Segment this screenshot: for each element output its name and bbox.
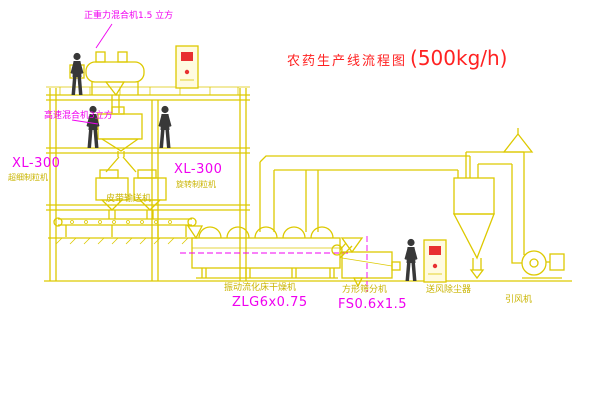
label-sieve-name: 方形筛分机 bbox=[342, 285, 388, 295]
label-belt-conveyor: 皮带输送机 bbox=[106, 194, 152, 204]
building-frame bbox=[46, 86, 250, 281]
induced-draft-fan bbox=[511, 250, 565, 279]
title-text: 农药生产线流程图 bbox=[287, 54, 408, 69]
label-fluid-bed-model: ZLG6x0.75 bbox=[232, 295, 308, 310]
control-cabinet-top bbox=[175, 45, 199, 89]
clean-air-duct bbox=[466, 128, 534, 252]
cyclone-separator bbox=[452, 152, 495, 280]
label-induced-fan: 引风机 bbox=[505, 295, 533, 305]
leader-lines bbox=[71, 23, 113, 125]
label-dust-unit: 送风除尘器 bbox=[426, 285, 472, 295]
control-cabinet-right bbox=[423, 239, 447, 283]
label-granulator-left-name: 超细制粒机 bbox=[8, 173, 48, 182]
label-granulator-right-model: XL-300 bbox=[174, 162, 223, 177]
belt-conveyor bbox=[48, 217, 198, 245]
worker-roof bbox=[70, 52, 84, 95]
worker-sieve bbox=[404, 238, 418, 281]
label-high-speed-mixer: 高速混合机3立方 bbox=[44, 111, 113, 121]
label-fluid-bed-name: 振动流化床干燥机 bbox=[224, 283, 297, 293]
fluid-bed-dryer bbox=[180, 225, 353, 279]
label-gravity-mixer: 正重力混合机1.5 立方 bbox=[84, 11, 174, 21]
worker-mid-floor bbox=[158, 105, 172, 148]
label-granulator-right-name: 旋转制粒机 bbox=[176, 180, 216, 189]
granulator-left bbox=[95, 169, 129, 219]
granulator-right bbox=[133, 169, 167, 219]
label-sieve-model: FS0.6x1.5 bbox=[338, 297, 408, 312]
square-sieve bbox=[331, 236, 401, 292]
exhaust-duct bbox=[259, 155, 471, 232]
label-granulator-left-model: XL-300 bbox=[12, 156, 61, 171]
diagram-title: 农药生产线流程图 (500kg/h) bbox=[287, 46, 508, 70]
title-capacity: (500kg/h) bbox=[410, 46, 508, 70]
